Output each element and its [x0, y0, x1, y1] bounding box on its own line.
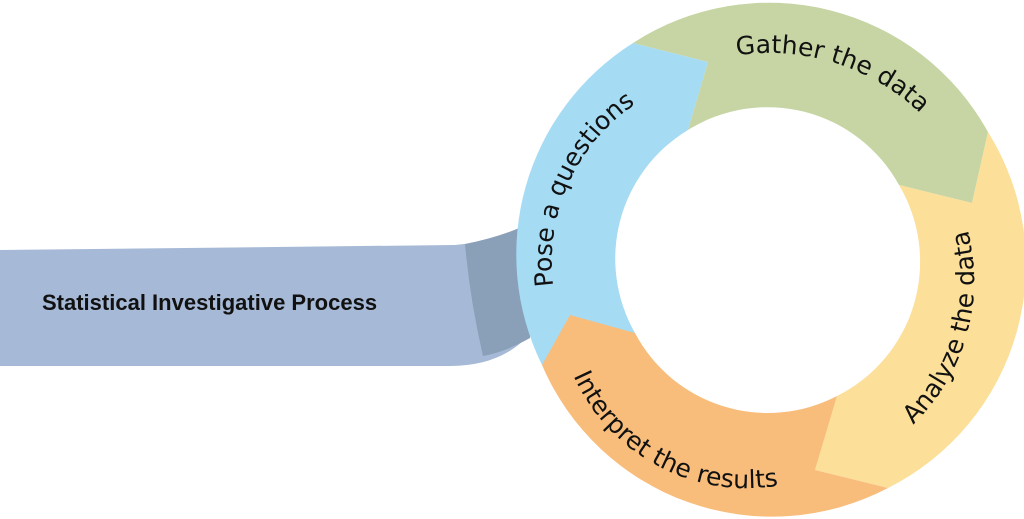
segment-analyze-data	[815, 132, 1024, 488]
banner-band	[0, 230, 530, 366]
banner-fold	[465, 222, 532, 356]
segment-interpret-results	[542, 315, 888, 517]
segment-gather-data	[633, 2, 988, 203]
segment-pose-question	[516, 43, 708, 365]
banner-label: Statistical Investigative Process	[42, 290, 377, 315]
